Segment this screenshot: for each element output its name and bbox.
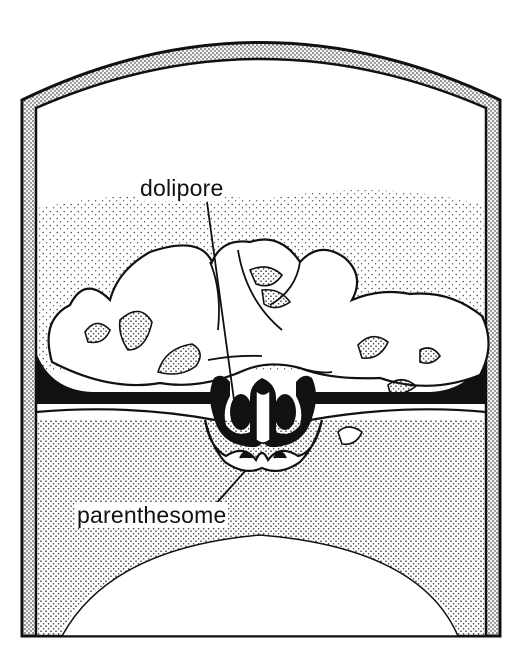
dolipore-pore-right <box>274 394 296 430</box>
dolipore-label: dolipore <box>138 175 225 201</box>
parenthesome-label: parenthesome <box>75 502 228 528</box>
dolipore-channel <box>256 390 270 443</box>
